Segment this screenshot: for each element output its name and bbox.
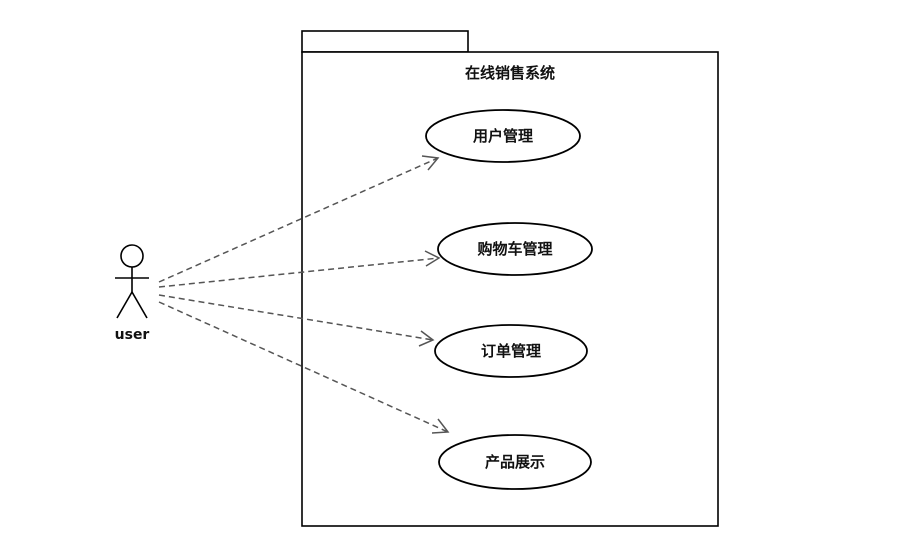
use-case-label: 产品展示 bbox=[485, 453, 545, 471]
package-title: 在线销售系统 bbox=[465, 64, 555, 82]
actor-user: user bbox=[115, 244, 150, 343]
use-case-cart-management[interactable]: 购物车管理 bbox=[437, 222, 593, 276]
use-case-ellipse bbox=[437, 222, 593, 276]
use-case-ellipse bbox=[434, 324, 588, 378]
use-case-order-management[interactable]: 订单管理 bbox=[434, 324, 588, 378]
arrowhead-uc-1 bbox=[421, 155, 440, 171]
use-case-label: 购物车管理 bbox=[477, 240, 552, 258]
use-case-label: 订单管理 bbox=[481, 342, 541, 360]
actor-right-leg bbox=[131, 291, 148, 319]
link-user-uc-1 bbox=[158, 157, 439, 283]
use-case-product-display[interactable]: 产品展示 bbox=[438, 434, 592, 490]
package-tab bbox=[301, 30, 469, 53]
use-case-label: 用户管理 bbox=[473, 127, 533, 145]
link-user-uc-4 bbox=[158, 301, 449, 433]
arrowhead-uc-4 bbox=[431, 418, 450, 434]
link-user-uc-3 bbox=[158, 294, 434, 341]
use-case-ellipse bbox=[425, 109, 581, 163]
association-links bbox=[158, 155, 450, 434]
use-case-user-management[interactable]: 用户管理 bbox=[425, 109, 581, 163]
link-user-uc-2 bbox=[158, 257, 440, 288]
actor-left-leg bbox=[116, 291, 133, 319]
actor-head bbox=[120, 244, 144, 268]
use-case-ellipse bbox=[438, 434, 592, 490]
actor-label: user bbox=[115, 327, 150, 343]
arrowhead-uc-3 bbox=[418, 330, 435, 347]
arrowhead-uc-2 bbox=[424, 250, 441, 267]
